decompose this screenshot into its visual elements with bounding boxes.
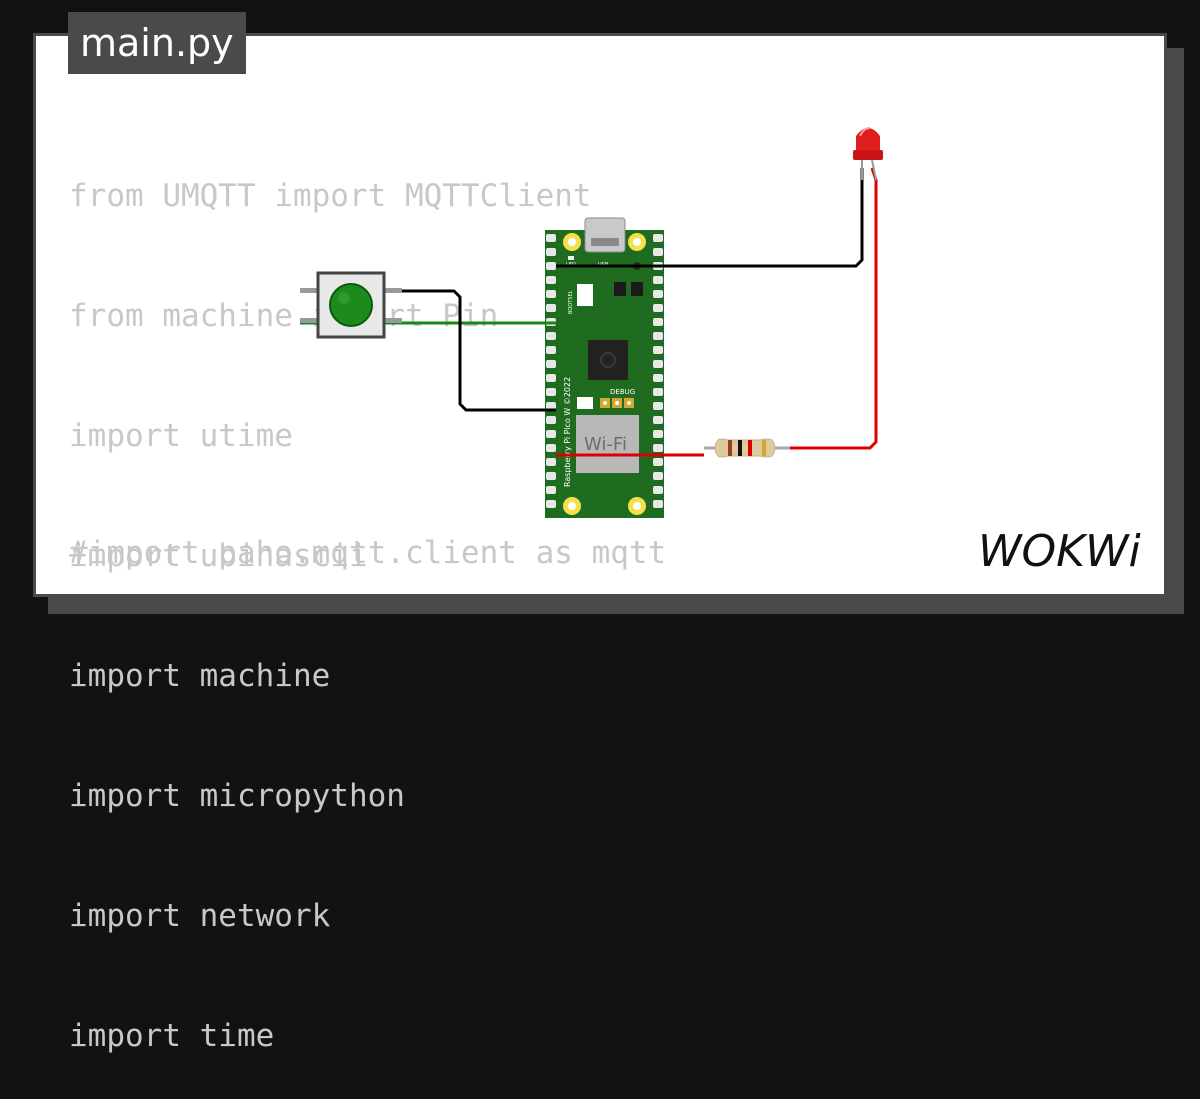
chip-small: [614, 282, 626, 296]
file-tab[interactable]: main.py: [68, 12, 246, 74]
code-line: from UMQTT import MQTTClient: [69, 178, 592, 214]
wokwi-logo: WOKWi: [978, 526, 1141, 576]
pushbutton[interactable]: [300, 271, 402, 339]
pico-w-board[interactable]: LED USB BOOTSEL DEBUG Wi-Fi Raspberry Pi…: [545, 217, 664, 518]
wifi-label: Wi-Fi: [584, 434, 627, 455]
code-line: import machine: [69, 658, 331, 694]
wifi-module: [576, 415, 639, 473]
chip-small: [631, 282, 643, 296]
left-header-pins: [546, 234, 556, 508]
bootsel-label: BOOTSEL: [568, 290, 574, 314]
code-line: import micropython: [69, 778, 405, 814]
board-name-label: Raspberry Pi Pico W ©2022: [563, 377, 572, 487]
wire-led-cathode[interactable]: [556, 168, 864, 268]
right-header-pins: [653, 234, 663, 508]
wire-button-ground[interactable]: [386, 289, 556, 412]
code-line: import ubinascii: [69, 538, 368, 574]
led[interactable]: [853, 127, 883, 181]
mounting-holes: [563, 233, 646, 515]
circuit-diagram: LED USB BOOTSEL DEBUG Wi-Fi Raspberry Pi…: [300, 127, 883, 518]
code-comment: #import paho.mqtt.client as mqtt: [69, 535, 667, 571]
code-line: import network: [69, 898, 331, 934]
debug-pad: [577, 397, 593, 409]
code-line: import time: [69, 1018, 275, 1054]
onboard-led: [568, 256, 574, 260]
resistor[interactable]: [704, 438, 790, 458]
rp2040-chip: [588, 340, 628, 380]
button-cap[interactable]: [329, 283, 373, 327]
wokwi-logo-text: WOKWi: [978, 526, 1141, 576]
code-line: import utime: [69, 418, 293, 454]
debug-label: DEBUG: [610, 388, 635, 396]
raspberry-logo: [600, 352, 616, 368]
bootsel-button[interactable]: [577, 284, 593, 306]
usb-connector: [584, 217, 626, 253]
debug-pins: [600, 398, 634, 408]
